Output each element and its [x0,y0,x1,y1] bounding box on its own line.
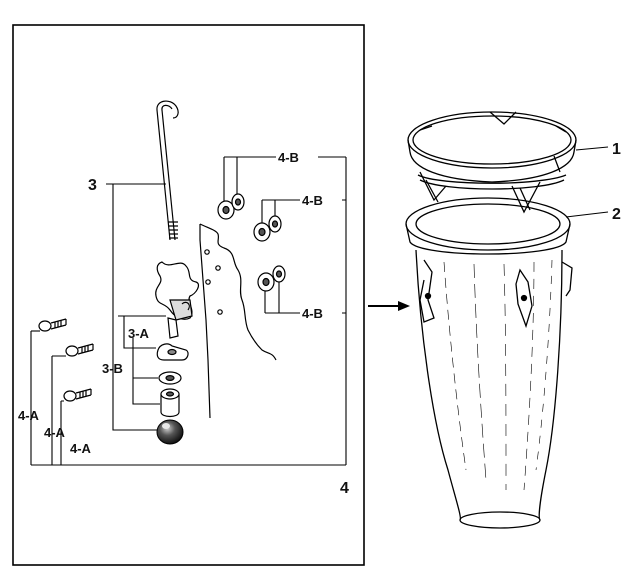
label-part-4b-bottom: 4-B [302,306,323,321]
label-part-1: 1 [612,141,621,158]
callout-arrow [368,301,410,311]
label-part-3: 3 [88,177,97,194]
detail-box-frame [12,24,365,566]
label-part-4: 4 [340,480,349,497]
shell-plate [199,223,277,419]
washer-nut-set-top [217,193,245,220]
label-part-3a: 3-A [128,326,150,341]
label-part-4a-bottom: 4-A [70,441,92,456]
washer-nut-set-middle [253,215,282,242]
drum-rim [407,111,577,214]
hook-ball-nut [156,419,184,445]
hook-clamp-part [156,343,189,361]
hook-washer-part [158,371,182,385]
label-part-4a-middle: 4-A [44,425,66,440]
leader-lines [30,156,347,466]
tension-hook [156,100,179,241]
label-part-4b-top: 4-B [278,150,299,165]
label-part-3b: 3-B [102,361,123,376]
drum-body [405,197,573,529]
screw-bottom [63,388,92,402]
washer-nut-set-bottom [257,265,286,292]
label-part-2: 2 [612,206,621,223]
label-part-4a-top: 4-A [18,408,40,423]
screw-top [38,318,67,332]
lug-bracket [155,261,200,339]
label-part-4b-middle: 4-B [302,193,323,208]
hook-sleeve-part [160,388,180,418]
part-leaders [565,146,609,218]
screw-middle [65,343,94,357]
